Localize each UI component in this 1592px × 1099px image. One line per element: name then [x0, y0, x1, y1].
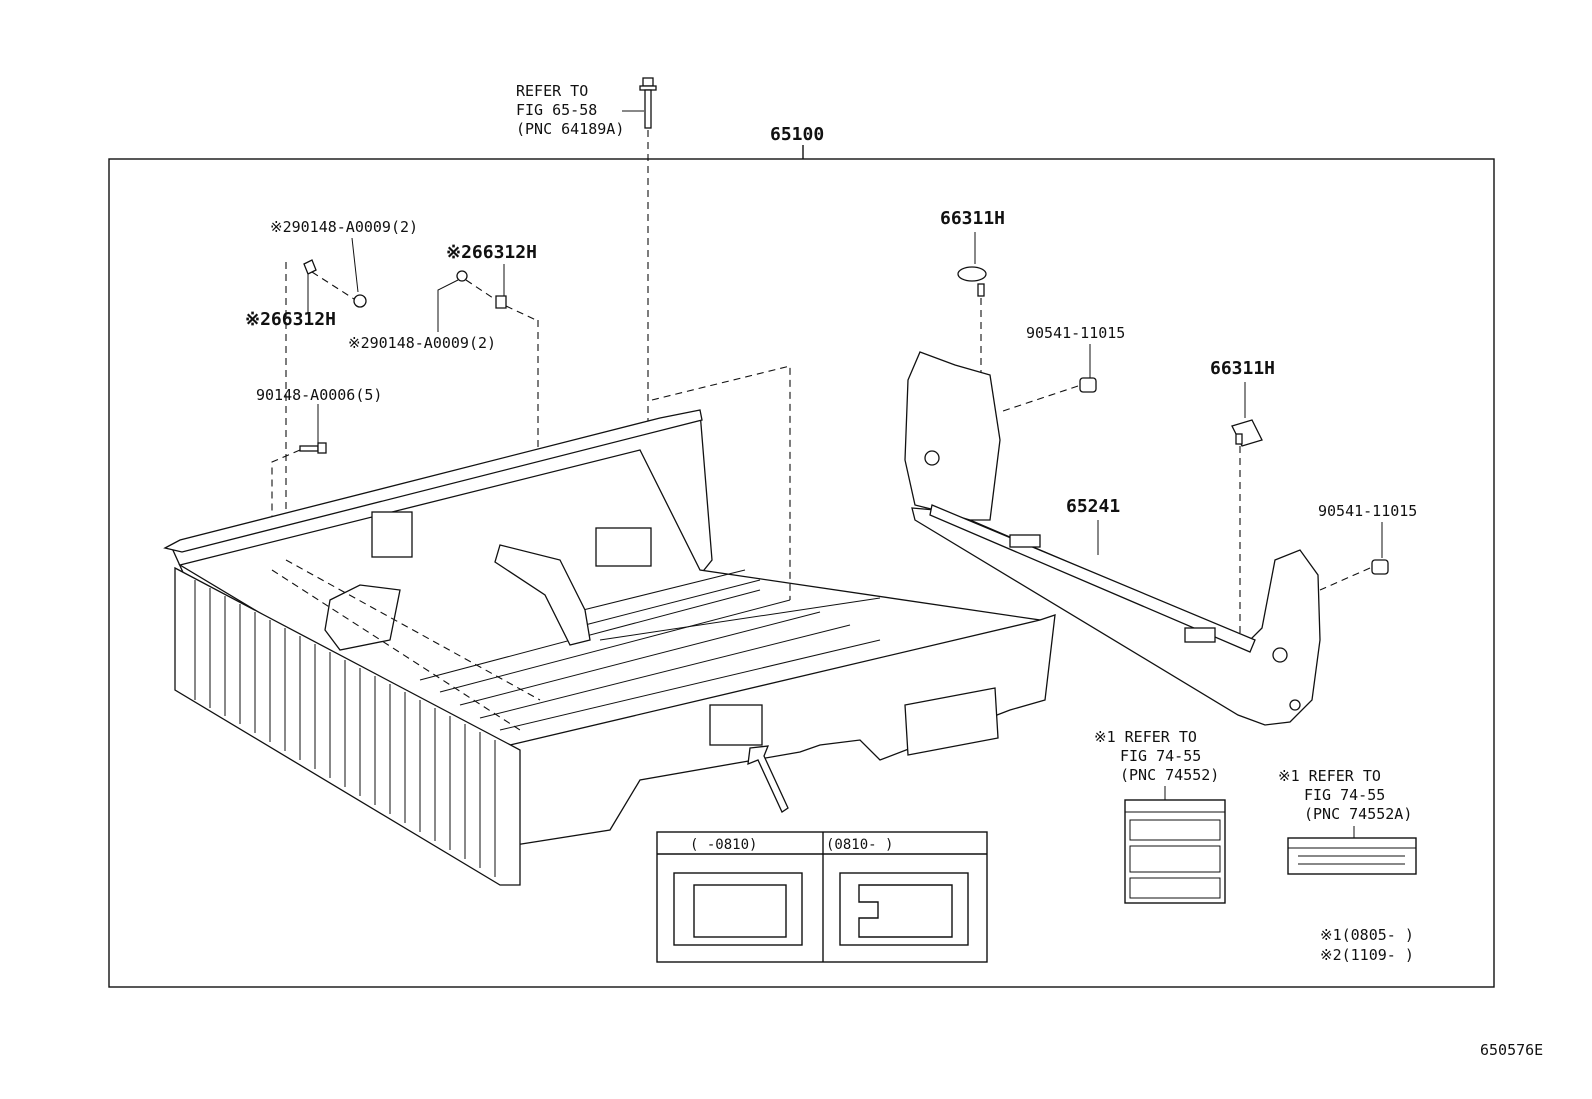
arrow-icon [747, 745, 789, 813]
truck-bed [163, 409, 1056, 886]
bed-dash-3 [271, 569, 521, 731]
hook-mid-label: 66311H [1210, 358, 1275, 379]
clip-a-dash [311, 271, 355, 300]
refer2-line3: (PNC 74552A) [1304, 805, 1412, 823]
tie-down-hook-icon [1231, 419, 1263, 447]
clip-a-bolt-leader [351, 237, 359, 293]
clip-icon [303, 259, 317, 275]
bed-dash-2 [285, 559, 541, 701]
clip-bolt-icon [353, 294, 367, 308]
refer2-line2: FIG 74-55 [1304, 786, 1385, 804]
refer1-line1: ※1 REFER TO [1094, 728, 1197, 746]
screw-label: 90148-A0006(5) [256, 386, 382, 404]
bolt-icon [639, 77, 657, 129]
diagram-frame [108, 158, 1495, 988]
refer2-line1: ※1 REFER TO [1278, 767, 1381, 785]
label-inset [656, 831, 988, 963]
footnote-1: ※1(0805- ) [1320, 926, 1414, 944]
tailgate [904, 351, 1321, 726]
nut-right-dash [1319, 567, 1371, 591]
clip-b-bolt-leader [437, 279, 459, 332]
clip-a-bolt-label: ※290148-A0009(2) [270, 218, 418, 236]
nut-icon [1079, 377, 1097, 393]
nut-icon [1371, 559, 1389, 575]
tie-down-hook-icon [957, 266, 987, 297]
clip-b-label: ※266312H [446, 242, 537, 263]
nut-right-label: 90541-11015 [1318, 502, 1417, 520]
clip-bolt-icon [456, 270, 468, 282]
warning-label-icon [1287, 837, 1417, 875]
refer-top-line3: (PNC 64189A) [516, 120, 624, 138]
clip-a-label: ※266312H [245, 309, 336, 330]
main-part-number: 65100 [770, 124, 824, 145]
refer1-line3: (PNC 74552) [1120, 766, 1219, 784]
refer-top-line1: REFER TO [516, 82, 588, 100]
tailgate-label: 65241 [1066, 496, 1120, 517]
inset-right-range: (0810- ) [826, 837, 893, 853]
inset-left-range: ( -0810) [690, 837, 757, 853]
clip-icon [495, 295, 507, 309]
clip-b-dash [465, 279, 497, 301]
refer-top-line2: FIG 65-58 [516, 101, 597, 119]
clip-b-dash2 [505, 305, 537, 321]
figure-id: 650576E [1480, 1041, 1543, 1059]
refer1-line2: FIG 74-55 [1120, 747, 1201, 765]
nut-top-dash [999, 385, 1079, 413]
clip-b-bolt-label: ※290148-A0009(2) [348, 334, 496, 352]
bed-side-ribs [194, 580, 496, 877]
warning-label-icon [1124, 799, 1226, 904]
footnote-2: ※2(1109- ) [1320, 946, 1414, 964]
screw-icon [299, 442, 327, 454]
hook-top-label: 66311H [940, 208, 1005, 229]
nut-top-label: 90541-11015 [1026, 324, 1125, 342]
